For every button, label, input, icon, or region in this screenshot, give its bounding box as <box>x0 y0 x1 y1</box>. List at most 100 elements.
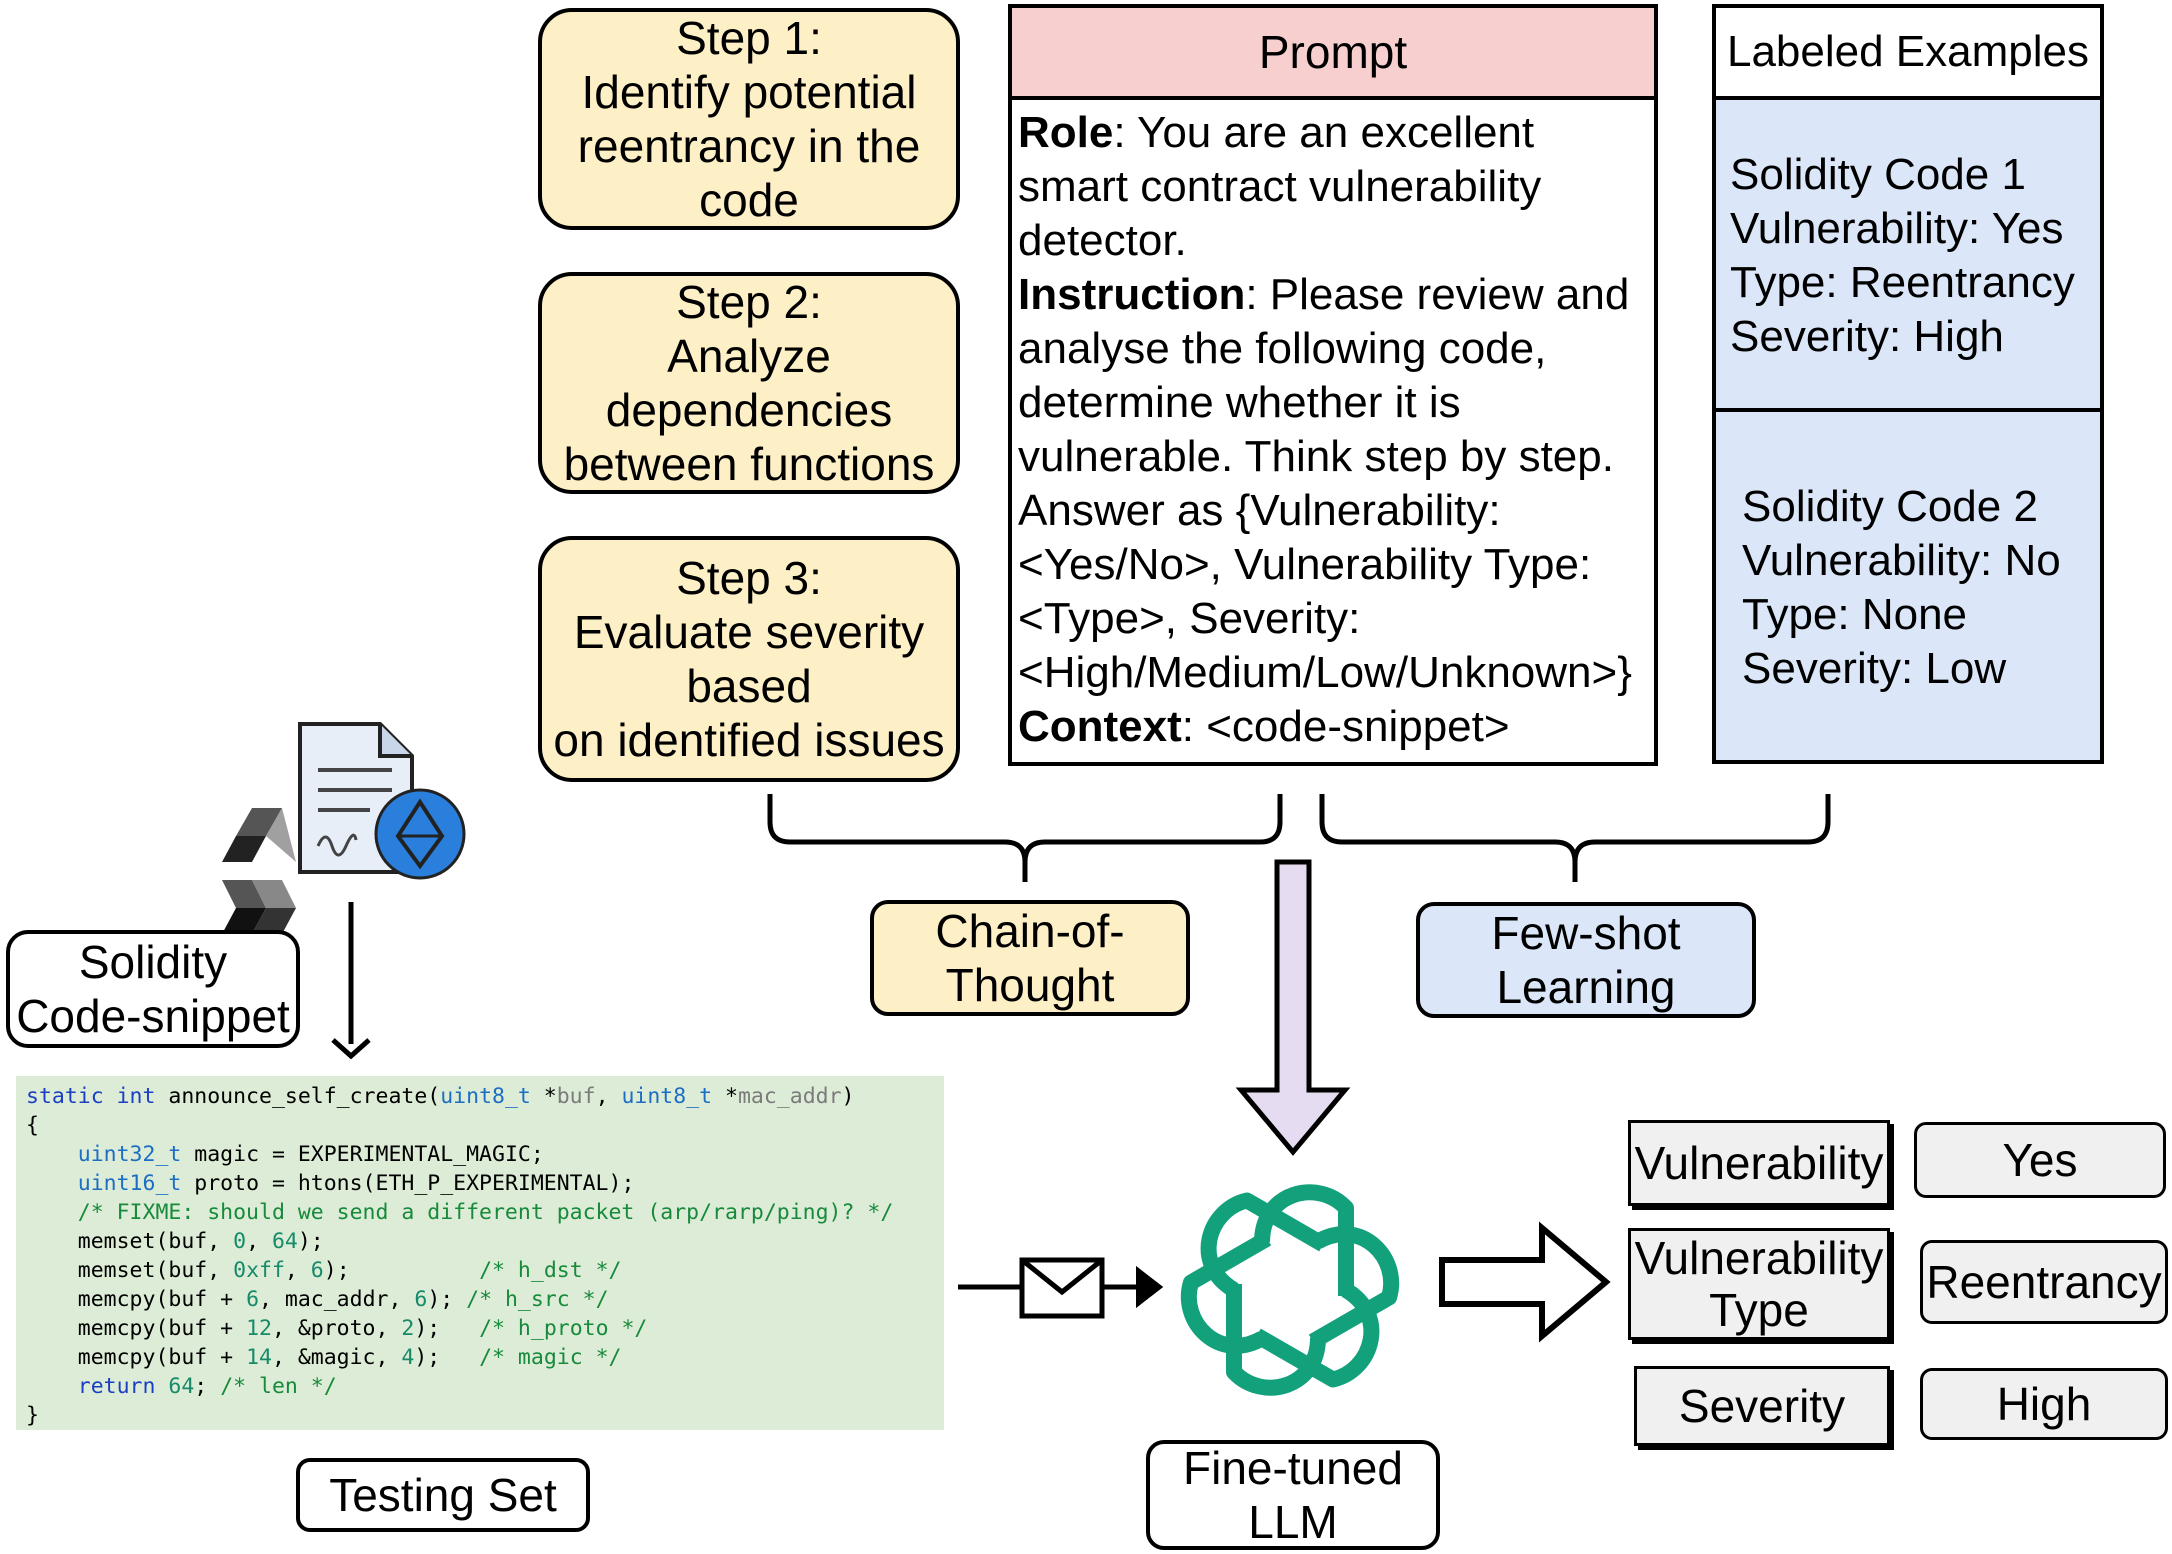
code-text: memcpy(buf + <box>77 1345 247 1370</box>
prompt-role-text: : You are an excellent smart contract vu… <box>1018 108 1542 265</box>
code-type: uint16_t <box>77 1171 182 1196</box>
code-text: magic = EXPERIMENTAL_MAGIC; <box>181 1142 544 1167</box>
code-comment: /* len */ <box>220 1374 337 1399</box>
step-2-line-1: Step 2: <box>676 276 822 328</box>
fewshot-line-2: Learning <box>1496 961 1676 1013</box>
chain-of-thought-box: Chain-of- Thought <box>870 900 1190 1016</box>
example-2: Solidity Code 2 Vulnerability: No Type: … <box>1742 480 2061 696</box>
output-key-severity: Severity <box>1634 1366 1890 1446</box>
step-3-line-1: Step 3: <box>676 552 822 604</box>
code-param: buf <box>556 1084 596 1109</box>
output-value-1: Yes <box>2002 1134 2078 1186</box>
code-fn-name: announce_self_create( <box>155 1084 441 1109</box>
testing-set-label: Testing Set <box>296 1458 590 1532</box>
example-2-vulnerability: Vulnerability: No <box>1742 536 2061 585</box>
example-1-type: Type: Reentrancy <box>1730 258 2075 307</box>
code-number: 0 <box>233 1229 247 1254</box>
step-1-box: Step 1: Identify potential reentrancy in… <box>538 8 960 230</box>
prompt-instruction-text: : Please review and analyse the followin… <box>1018 270 1632 697</box>
output-value-vulnerability: Yes <box>1914 1122 2166 1198</box>
solidity-code-snippet-label: Solidity Code-snippet <box>6 930 300 1048</box>
code-text: ) <box>841 1084 855 1109</box>
code-type: uint8_t <box>621 1084 713 1109</box>
output-key-3: Severity <box>1678 1380 1846 1432</box>
code-text: } <box>26 1403 39 1428</box>
code-text: proto = htons(ETH_P_EXPERIMENTAL); <box>181 1171 635 1196</box>
code-text: , <box>595 1084 622 1109</box>
step-2-line-3: dependencies <box>605 384 893 436</box>
code-param: mac_addr <box>737 1084 842 1109</box>
example-1-vulnerability: Vulnerability: Yes <box>1730 204 2064 253</box>
code-number: 6 <box>246 1287 260 1312</box>
output-value-3: High <box>1996 1378 2092 1430</box>
cot-line-2: Thought <box>945 959 1115 1011</box>
code-text: memcpy(buf + <box>77 1287 247 1312</box>
solidity-line-2: Code-snippet <box>16 990 290 1042</box>
code-text: memcpy(buf + <box>77 1316 247 1341</box>
prompt-role-label: Role <box>1018 108 1114 157</box>
step-3-box: Step 3: Evaluate severity based on ident… <box>538 536 960 782</box>
cot-brace <box>767 794 1283 882</box>
code-text: ); <box>297 1229 324 1254</box>
code-text: ; <box>194 1374 221 1399</box>
example-2-type: Type: None <box>1742 590 1968 639</box>
code-text: , &magic, <box>271 1345 402 1370</box>
code-number: 6 <box>310 1258 324 1283</box>
code-type: uint32_t <box>77 1142 182 1167</box>
code-keyword: return <box>77 1374 156 1399</box>
openai-logo-icon <box>1177 1184 1402 1387</box>
code-text: * <box>530 1084 557 1109</box>
prompt-instruction-label: Instruction <box>1018 270 1246 319</box>
step-1-line-2: Identify potential <box>581 66 917 118</box>
output-key-vulnerability-type: Vulnerability Type <box>1628 1228 1890 1340</box>
solidity-logo-icon <box>222 808 296 934</box>
fewshot-line-1: Few-shot <box>1491 907 1681 959</box>
code-text: memset(buf, <box>77 1229 234 1254</box>
example-1-code: Solidity Code 1 <box>1730 150 2026 199</box>
code-text: , <box>246 1229 272 1254</box>
prompt-context-text: : <code-snippet> <box>1181 702 1510 751</box>
code-keyword: static int <box>26 1084 156 1109</box>
code-number: 6 <box>414 1287 428 1312</box>
step-3-line-3: based <box>686 660 812 712</box>
code-text: { <box>26 1113 39 1138</box>
code-text: , mac_addr, <box>259 1287 415 1312</box>
step-3-line-4: on identified issues <box>553 714 945 766</box>
solidity-line-1: Solidity <box>78 936 228 988</box>
code-text: ); <box>323 1258 480 1283</box>
llm-line-2: LLM <box>1248 1496 1338 1548</box>
code-comment: /* h_proto */ <box>479 1316 648 1341</box>
example-1: Solidity Code 1 Vulnerability: Yes Type:… <box>1730 148 2075 364</box>
step-2-line-4: between functions <box>563 438 935 490</box>
output-key-vulnerability: Vulnerability <box>1628 1120 1890 1206</box>
code-text: ); <box>414 1316 480 1341</box>
output-key-1: Vulnerability <box>1634 1137 1884 1189</box>
code-snippet-panel: static int announce_self_create(uint8_t … <box>16 1076 944 1430</box>
code-text: memset(buf, <box>77 1258 234 1283</box>
down-arrow <box>1235 859 1351 1156</box>
output-value-severity: High <box>1920 1368 2168 1440</box>
code-number: 12 <box>246 1316 272 1341</box>
code-text: ); <box>427 1287 467 1312</box>
code-number: 2 <box>401 1316 415 1341</box>
output-arrow <box>1439 1221 1611 1343</box>
code-comment: /* magic */ <box>479 1345 622 1370</box>
code-text: , &proto, <box>271 1316 402 1341</box>
fewshot-brace <box>1319 794 1831 882</box>
code-comment: /* h_dst */ <box>479 1258 622 1283</box>
code-text: , <box>284 1258 311 1283</box>
examples-divider <box>1716 408 2100 412</box>
code-text <box>155 1374 168 1399</box>
example-2-severity: Severity: Low <box>1742 644 2007 693</box>
code-number: 64 <box>271 1229 298 1254</box>
step-3-line-2: Evaluate severity <box>573 606 925 658</box>
output-key-2-line-2: Type <box>1709 1284 1809 1336</box>
step-2-line-2: Analyze <box>667 330 831 382</box>
llm-line-1: Fine-tuned <box>1183 1442 1403 1494</box>
code-text: ); <box>414 1345 480 1370</box>
few-shot-box: Few-shot Learning <box>1416 902 1756 1018</box>
cot-line-1: Chain-of- <box>935 905 1125 957</box>
step-1-line-3: reentrancy in the <box>577 120 921 172</box>
code-number: 14 <box>246 1345 272 1370</box>
